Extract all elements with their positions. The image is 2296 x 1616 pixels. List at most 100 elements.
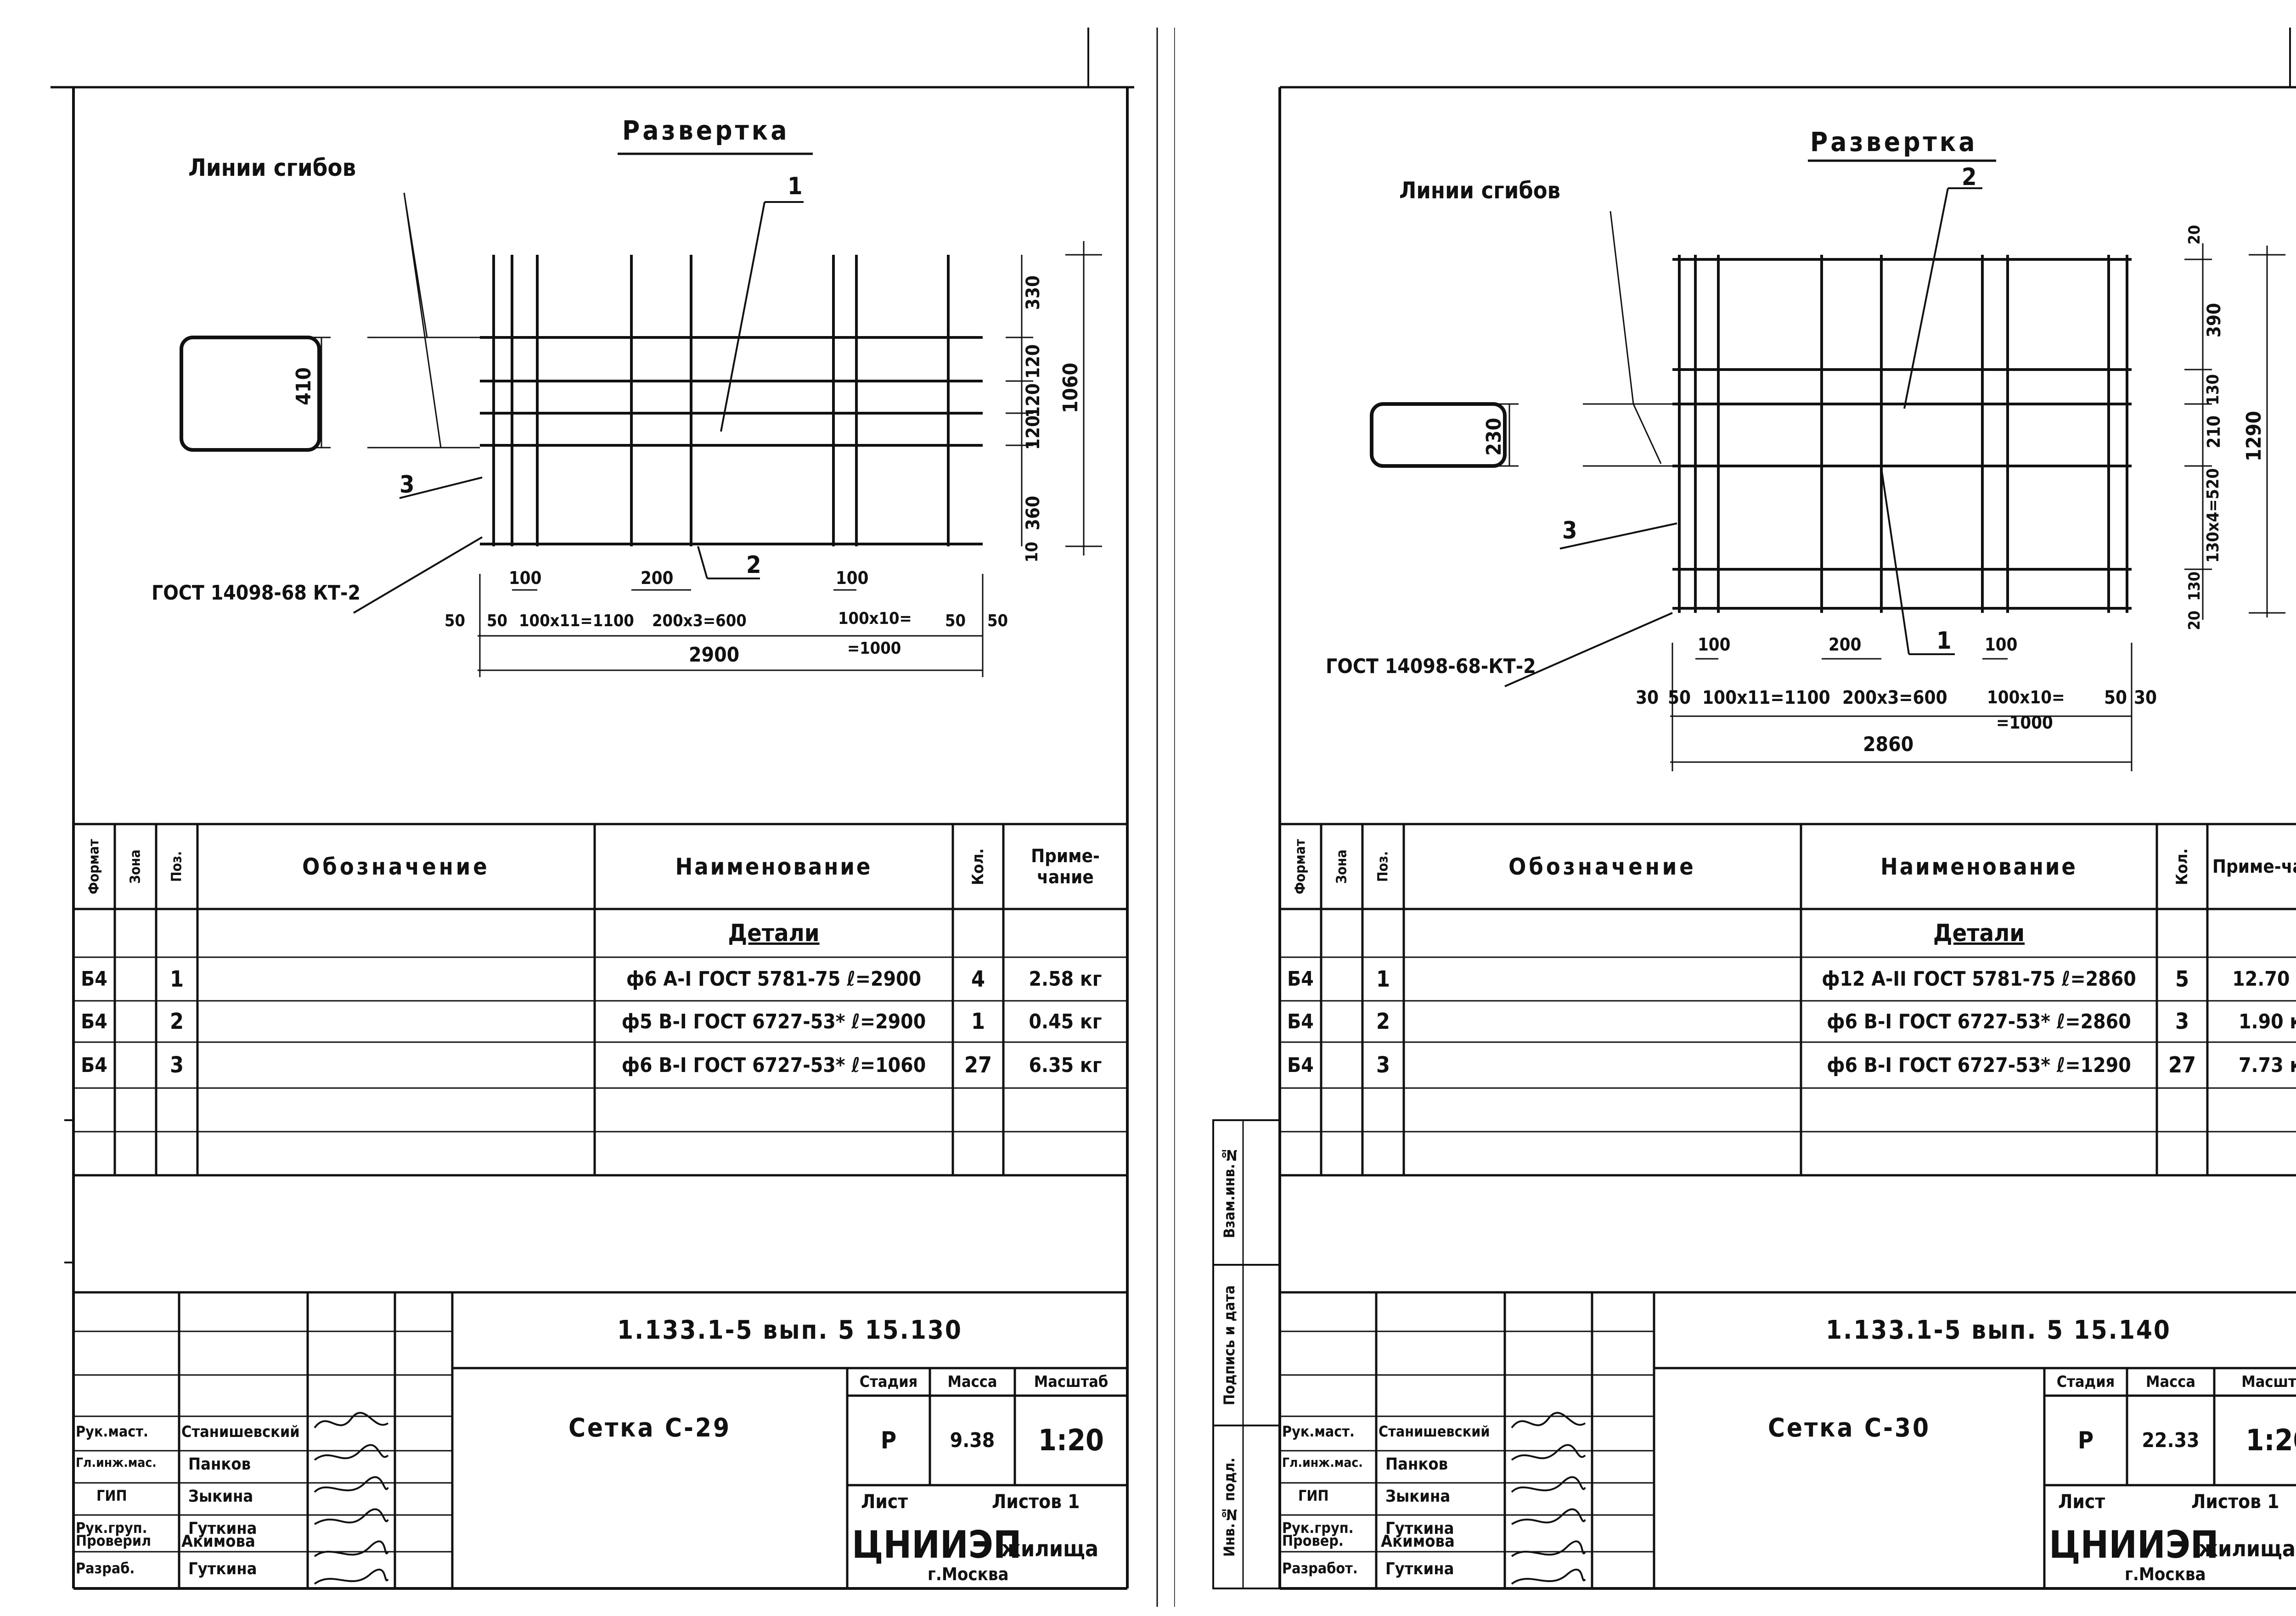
- row2-format: Б4: [81, 1010, 107, 1033]
- header-format: Формат: [86, 839, 102, 894]
- fold-lines-label: Линии сгибов: [188, 154, 356, 182]
- row2-qty: 3: [2175, 1009, 2189, 1034]
- sheet-right-linework: [1174, 28, 2296, 1607]
- role-4: Рук.груп.: [1282, 1519, 1354, 1537]
- row1-name: ф6 А-I ГОСТ 5781-75 ℓ=2900: [626, 967, 922, 991]
- role-3: ГИП: [1298, 1487, 1329, 1504]
- bottom-dim-50c: 50: [945, 612, 966, 630]
- callout-1: 1: [788, 173, 803, 200]
- person-1: Станишевский: [181, 1423, 300, 1441]
- bottom-dim-600: 200x3=600: [652, 612, 747, 630]
- stamp-replacement-inv: Взам.инв.№: [1221, 1146, 1238, 1239]
- stage-label: Стадия: [859, 1373, 918, 1391]
- org-name: ЦНИИЭП: [852, 1523, 1022, 1567]
- row1-format: Б4: [81, 967, 107, 991]
- total-width: 2860: [1863, 733, 1914, 756]
- person-1: Станишевский: [1379, 1423, 1490, 1440]
- person-2: Панков: [1385, 1455, 1448, 1474]
- drawing-title: Развертка: [622, 115, 790, 146]
- row2-name: ф5 В-I ГОСТ 6727-53* ℓ=2900: [621, 1010, 926, 1033]
- row3-format: Б4: [1287, 1053, 1314, 1077]
- right-dim-120b: 120: [1023, 383, 1044, 418]
- bottom-dim-1000: =1000: [1996, 713, 2053, 733]
- role-6: Разработ.: [1282, 1560, 1358, 1577]
- callout-3: 3: [400, 471, 415, 499]
- bottom-dim-100x10: 100x10=: [838, 609, 912, 628]
- header-note: Приме-чание: [2212, 856, 2296, 877]
- row2-format: Б4: [1287, 1010, 1314, 1033]
- sheet-label: Лист: [861, 1490, 908, 1513]
- top-dim-200: 200: [1829, 634, 1862, 655]
- row3-pos: 3: [1376, 1052, 1390, 1078]
- row3-pos: 3: [169, 1052, 184, 1078]
- bottom-dim-50a: 50: [1668, 687, 1691, 708]
- bottom-dim-1100: 100x11=1100: [1702, 687, 1830, 708]
- header-qty: Кол.: [2173, 848, 2191, 885]
- org-city: г.Москва: [2125, 1564, 2206, 1584]
- person-4: Гуткина: [188, 1519, 257, 1538]
- right-dim-130a: 130: [2204, 374, 2223, 405]
- row1-qty: 5: [2175, 966, 2189, 992]
- org-city: г.Москва: [928, 1564, 1009, 1584]
- row3-qty: 27: [2168, 1052, 2196, 1078]
- top-dim-100b: 100: [1985, 634, 2018, 655]
- product-name: Сетка С-29: [568, 1413, 732, 1443]
- gost-label: ГОСТ 14098-68-КТ-2: [1326, 655, 1536, 678]
- mass-label: Масса: [947, 1373, 997, 1391]
- row3-name: ф6 В-I ГОСТ 6727-53* ℓ=1290: [1827, 1053, 2131, 1077]
- org-name: ЦНИИЭП: [2049, 1523, 2219, 1567]
- role-1: Рук.маст.: [1282, 1423, 1355, 1440]
- row1-note: 12.70 кг: [2232, 967, 2296, 991]
- callout-3: 3: [1562, 517, 1577, 544]
- gost-label: ГОСТ 14098-68 КТ-2: [152, 581, 361, 605]
- row2-qty: 1: [971, 1009, 985, 1034]
- sheets-count-label: Листов 1: [2191, 1490, 2279, 1513]
- mass-value: 22.33: [2142, 1429, 2200, 1452]
- stamp-original-inv: Инв.№ подл.: [1221, 1457, 1238, 1557]
- bottom-dim-600: 200x3=600: [1842, 687, 1947, 708]
- doc-code: 1.133.1-5 вып. 5 15.140: [1826, 1315, 2171, 1345]
- mass-value: 9.38: [950, 1429, 995, 1452]
- person-3: Зыкина: [1385, 1487, 1451, 1506]
- fold-lines-label: Линии сгибов: [1399, 177, 1561, 204]
- right-dim-20a: 20: [2185, 225, 2204, 245]
- header-note: Приме-чание: [1031, 845, 1100, 888]
- bottom-dim-1100: 100x11=1100: [519, 612, 634, 630]
- role-2: Гл.инж.мас.: [1282, 1455, 1363, 1470]
- right-dim-330: 330: [1023, 275, 1044, 310]
- row1-pos: 1: [169, 966, 184, 992]
- right-dim-520: 130x4=520: [2204, 468, 2223, 563]
- product-name: Сетка С-30: [1767, 1413, 1931, 1443]
- header-format: Формат: [1292, 839, 1309, 894]
- total-height: 1290: [2242, 411, 2266, 462]
- header-zone: Зона: [1334, 849, 1350, 884]
- right-dim-120c: 120: [1023, 415, 1044, 450]
- top-dim-100b: 100: [836, 568, 869, 588]
- row3-name: ф6 В-I ГОСТ 6727-53* ℓ=1060: [621, 1053, 926, 1077]
- bottom-dim-50b: 50: [2104, 687, 2127, 708]
- scale-value: 1:20: [1038, 1423, 1104, 1458]
- top-dim-200: 200: [641, 568, 674, 588]
- callout-1: 1: [1936, 627, 1952, 655]
- row3-note: 6.35 кг: [1029, 1053, 1102, 1077]
- callout-2: 2: [746, 551, 761, 579]
- row2-note: 0.45 кг: [1029, 1010, 1102, 1033]
- header-name: Наименование: [675, 853, 872, 880]
- scale-value: 1:20: [2245, 1423, 2296, 1458]
- right-dim-20b: 20: [2185, 611, 2204, 630]
- sheet-label: Лист: [2058, 1490, 2105, 1513]
- scale-label: Масштаб: [1034, 1373, 1109, 1391]
- person-3: Зыкина: [188, 1487, 253, 1506]
- row1-name: ф12 А-II ГОСТ 5781-75 ℓ=2860: [1822, 967, 2136, 991]
- top-dim-100a: 100: [1698, 634, 1731, 655]
- mass-label: Масса: [2146, 1373, 2195, 1391]
- row2-note: 1.90 кг: [2238, 1010, 2296, 1033]
- role-6: Разраб.: [76, 1560, 135, 1577]
- row1-format: Б4: [1287, 967, 1314, 991]
- drawing-sheet-left: Развертка Линии сгибов ГОСТ 14098-68 КТ-…: [51, 28, 1158, 1607]
- right-dim-210: 210: [2204, 415, 2224, 449]
- role-1: Рук.маст.: [76, 1423, 148, 1440]
- stage-value: Р: [880, 1426, 897, 1454]
- top-dim-100a: 100: [509, 568, 542, 588]
- bottom-dim-50a: 50: [445, 612, 466, 630]
